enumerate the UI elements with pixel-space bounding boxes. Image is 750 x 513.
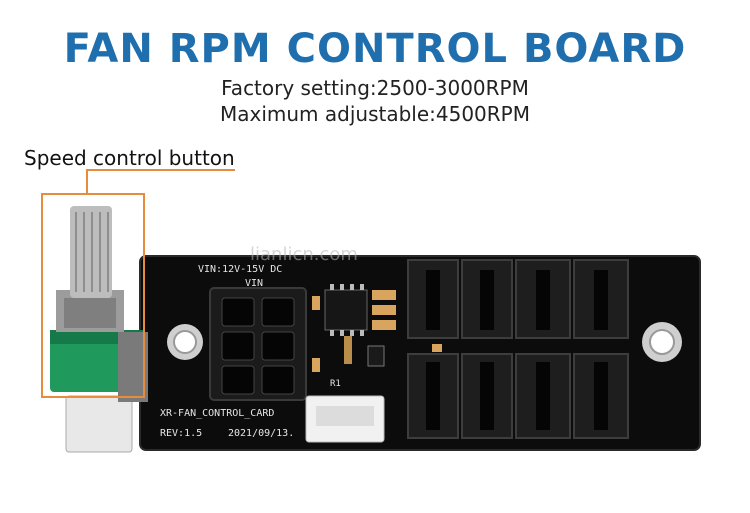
model-text: XR-FAN_CONTROL_CARD [160, 408, 274, 419]
max-adjustable-text: Maximum adjustable:4500RPM [219, 102, 530, 126]
date-text: 2021/09/13. [228, 428, 294, 439]
fan-headers [407, 259, 629, 439]
smd-components [312, 290, 442, 372]
callout-line-horizontal [86, 169, 235, 171]
callout-line-vertical [86, 169, 88, 195]
vin-label: VIN [245, 278, 263, 289]
mounting-hole-left [167, 324, 203, 360]
callout-label: Speed control button [24, 146, 235, 170]
callout-box [41, 193, 145, 398]
factory-setting-text: Factory setting:2500-3000RPM [221, 76, 529, 100]
white-connector [305, 395, 385, 443]
ic-chip [324, 289, 368, 331]
revision-text: REV:1.5 [160, 428, 202, 439]
vin-connector [209, 287, 307, 401]
page-title: FAN RPM CONTROL BOARD [63, 26, 687, 72]
vin-voltage-text: VIN:12V-15V DC [198, 264, 282, 275]
mounting-hole-right [642, 322, 682, 362]
r1-label: R1 [330, 379, 341, 389]
watermark: lianlicn.com [250, 244, 358, 265]
